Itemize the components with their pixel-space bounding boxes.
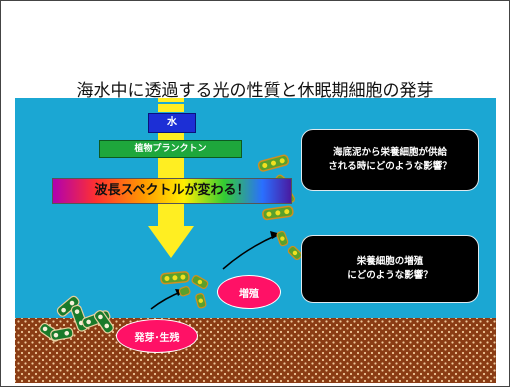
question-proliferation: 栄養細胞の増殖 にどのような影響？ xyxy=(301,235,479,303)
water-label: 水 xyxy=(148,113,196,133)
growth-label: 増殖 xyxy=(217,275,281,309)
question-sediment-supply: 海底泥から栄養細胞が供給 される時にどのような影響？ xyxy=(301,129,479,191)
spectrum-change-label: 波長スペクトルが変わる！ xyxy=(52,178,292,204)
question-proliferation-line2: にどのような影響？ xyxy=(347,270,433,281)
question-sediment-supply-line1: 海底泥から栄養細胞が供給 xyxy=(332,147,447,158)
diagram-graphics xyxy=(39,98,320,342)
light-arrow xyxy=(148,98,194,258)
resting-cells-on-sediment xyxy=(39,295,114,342)
slide-title: 海水中に透過する光の性質と休眠期細胞の発芽 xyxy=(76,81,434,101)
seafloor-sediment xyxy=(15,318,496,383)
phytoplankton-label: 植物プランクトン xyxy=(99,140,242,158)
germination-survival-label: 発芽･生残 xyxy=(116,319,198,353)
cells-lower-chain xyxy=(160,271,209,309)
seawater-panel: 水 植物プランクトン 波長スペクトルが変わる！ 海底泥から栄養細胞が供給 される… xyxy=(15,98,496,383)
question-sediment-supply-line2: される時にどのような影響？ xyxy=(328,161,452,172)
question-proliferation-line1: 栄養細胞の増殖 xyxy=(356,256,424,267)
